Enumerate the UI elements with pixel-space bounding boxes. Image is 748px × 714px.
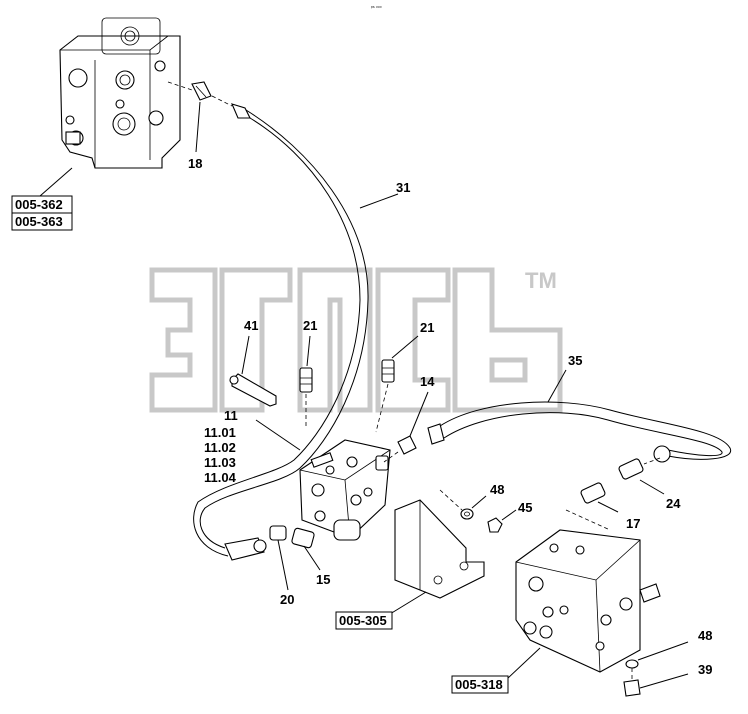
callout-39: 39 xyxy=(698,662,712,677)
fitting-24 xyxy=(618,457,665,495)
washer-48-top xyxy=(439,489,487,520)
callout-11: 11 xyxy=(224,408,238,423)
fitting-21-left xyxy=(299,335,313,428)
callout-45: 45 xyxy=(518,500,532,515)
fitting-17 xyxy=(565,482,619,531)
fitting-18 xyxy=(191,81,233,153)
callout-31: 31 xyxy=(396,180,410,195)
ref-005-305: 005-305 xyxy=(339,613,387,628)
ref-005-362: 005-362 xyxy=(15,197,63,212)
ref-005-318: 005-318 xyxy=(455,677,503,692)
callouts: 18 31 41 21 21 14 35 11 11.01 11.02 11.0… xyxy=(188,156,712,677)
ref-005-362-363: 005-362 005-363 xyxy=(11,167,73,231)
callout-20: 20 xyxy=(280,592,294,607)
fitting-15 xyxy=(291,527,321,571)
callout-41: 41 xyxy=(244,318,258,333)
fitting-14 xyxy=(383,391,429,463)
tiny-header: ᵖˢ ᵒᵒᵒ xyxy=(371,5,382,11)
callout-11-04: 11.04 xyxy=(204,470,237,485)
fitting-20 xyxy=(269,525,289,591)
screw-39 xyxy=(623,668,689,697)
callout-21-right: 21 xyxy=(420,320,434,335)
watermark-tm: TM xyxy=(525,268,557,293)
valve-block-center xyxy=(255,419,391,541)
valve-block-top-left xyxy=(59,17,193,169)
watermark: TM xyxy=(149,267,563,413)
ref-005-305-box: 005-305 xyxy=(335,611,393,630)
callout-35: 35 xyxy=(568,353,582,368)
ref-005-318-box: 005-318 xyxy=(451,675,509,694)
callout-14: 14 xyxy=(420,374,435,389)
callout-15: 15 xyxy=(316,572,330,587)
callout-24: 24 xyxy=(666,496,681,511)
ref-005-363: 005-363 xyxy=(15,214,63,229)
callout-21-left: 21 xyxy=(303,318,317,333)
valve-block-bottom-right xyxy=(507,529,661,679)
callout-17: 17 xyxy=(626,516,640,531)
callout-11-03: 11.03 xyxy=(204,455,236,470)
fitting-21-right xyxy=(375,335,419,433)
hose-31 xyxy=(193,103,399,561)
callout-11-01: 11.01 xyxy=(204,425,236,440)
bolt-41 xyxy=(229,335,277,407)
callout-48-top: 48 xyxy=(490,482,504,497)
callout-18: 18 xyxy=(188,156,202,171)
callout-48-bottom: 48 xyxy=(698,628,712,643)
hose-35 xyxy=(427,369,732,463)
bracket xyxy=(389,499,485,615)
callout-11-02: 11.02 xyxy=(204,440,236,455)
nut-45 xyxy=(487,509,517,533)
